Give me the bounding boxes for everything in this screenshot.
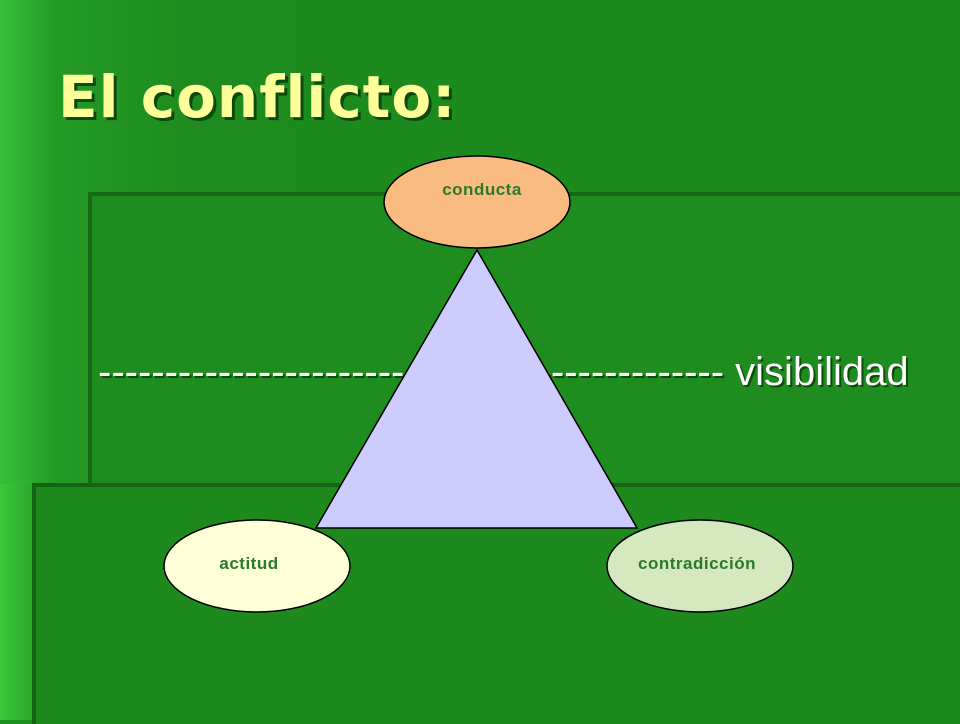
node-conducta-label: conducta [442, 180, 522, 199]
node-actitud-label: actitud [219, 554, 278, 573]
node-contradiccion: contradicción [606, 519, 794, 613]
page-title: El conflicto: [58, 63, 457, 131]
conflict-triangle [314, 248, 639, 529]
node-conducta: conducta [383, 155, 571, 249]
node-contradiccion-label: contradicción [638, 554, 756, 573]
node-contradiccion-shape [606, 519, 794, 613]
node-actitud: actitud [163, 519, 351, 613]
node-conducta-shape [383, 155, 571, 249]
node-actitud-shape [163, 519, 351, 613]
left-accent-stripe [0, 484, 32, 720]
